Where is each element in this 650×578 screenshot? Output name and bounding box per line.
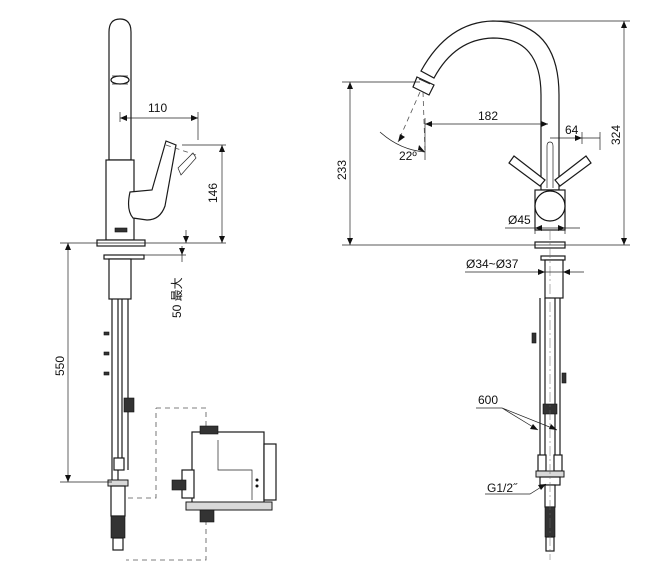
dim-lever-offset: 64: [550, 123, 601, 150]
label-counter-thickness: 50 最大: [170, 277, 184, 318]
dim-thread: G1/2˝: [485, 481, 547, 495]
label-total-height: 324: [609, 125, 623, 145]
dim-counter-thickness: 50 最大: [131, 246, 186, 318]
label-body-diameter: Ø45: [508, 213, 531, 227]
dim-total-height: 324: [493, 20, 630, 245]
front-hoses: [539, 298, 561, 470]
label-lever-offset: 64: [565, 123, 579, 137]
dim-outlet-height: 233: [335, 81, 630, 246]
side-lever: [127, 140, 177, 221]
label-lever-height: 146: [206, 183, 220, 203]
side-aerator: [110, 75, 130, 85]
dim-spout-reach-side: 110: [119, 101, 199, 140]
dim-body-diameter: Ø45: [505, 213, 580, 234]
label-hole-diameter: Ø34~Ø37: [466, 257, 519, 271]
side-spout: [108, 18, 132, 161]
dim-lever-height: 146: [60, 144, 226, 244]
dim-hose-length-front: 600: [476, 393, 558, 431]
label-spout-reach-front: 182: [478, 109, 498, 123]
front-view: 22º 182: [335, 20, 630, 560]
control-unit: [171, 425, 277, 523]
label-hose-length-side: 550: [53, 356, 67, 376]
front-spout: [420, 20, 560, 191]
front-lever-left: [508, 155, 546, 187]
label-spray-angle: 22º: [399, 149, 417, 163]
side-hose: [111, 299, 129, 480]
label-thread: G1/2˝: [487, 481, 518, 495]
dim-hose-length-side: 550: [53, 243, 112, 483]
label-outlet-height: 233: [335, 160, 349, 180]
label-spout-reach-side: 110: [148, 101, 167, 115]
side-view: 110 146 50 最大 550: [53, 18, 277, 561]
label-hose-length-front: 600: [478, 393, 498, 407]
front-lever-right: [554, 155, 592, 187]
dim-hole-diameter: Ø34~Ø37: [465, 257, 584, 278]
spray-angle: 22º: [379, 91, 426, 163]
front-body-circle: [534, 190, 566, 222]
dim-spout-reach-front: 182: [424, 109, 548, 160]
